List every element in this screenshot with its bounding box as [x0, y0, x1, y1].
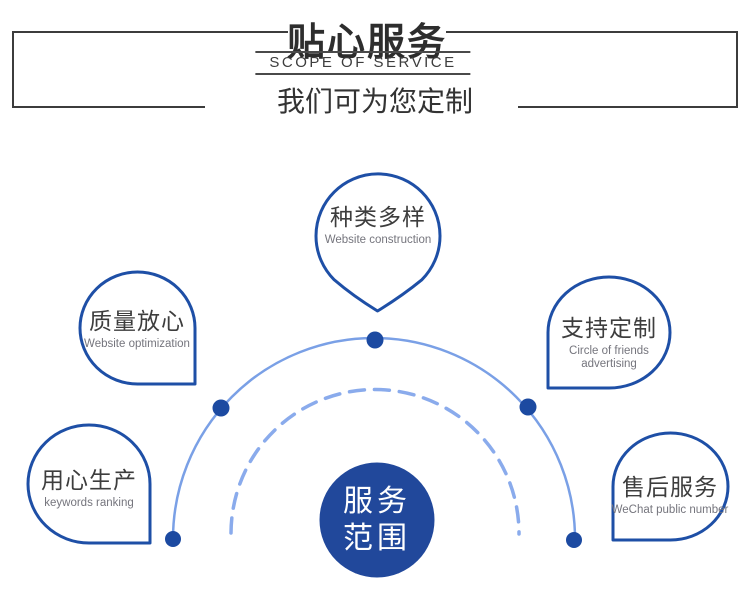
balloon-left-upper: 质量放心 Website optimization: [72, 309, 202, 351]
bracket-line-top-right: [446, 31, 738, 33]
balloon-bottom-right-title: 售后服务: [622, 474, 718, 500]
balloon-left-upper-title: 质量放心: [89, 308, 185, 334]
node-dot-bottom-right: [566, 532, 582, 548]
bracket-line-vertical-right: [736, 31, 738, 108]
bracket-line-vertical-left: [12, 31, 14, 108]
balloon-bottom-right: 售后服务 WeChat public number: [605, 475, 735, 517]
page-tagline: 我们可为您定制: [276, 86, 474, 117]
node-dot-right: [519, 398, 537, 416]
balloon-top: 种类多样 Website construction: [313, 205, 443, 247]
balloon-top-title: 种类多样: [330, 204, 426, 230]
page-subtitle-en: SCOPE OF SERVICE: [255, 51, 471, 75]
center-badge-line1: 服务: [343, 485, 411, 518]
balloon-bottom-left: 用心生产 keywords ranking: [24, 468, 154, 510]
balloon-outline-left-upper: [78, 270, 197, 386]
balloon-outline-bottom-right: [611, 431, 730, 542]
balloon-right-upper: 支持定制 Circle of friends advertising: [553, 316, 665, 371]
balloon-outline-top: [314, 172, 442, 313]
balloon-right-upper-title: 支持定制: [561, 315, 657, 341]
center-badge-circle: [319, 462, 435, 578]
bracket-line-top-left: [12, 31, 288, 33]
center-badge: 服务 范围: [343, 483, 411, 557]
bracket-line-bottom-right: [518, 106, 738, 108]
center-badge-line2: 范围: [343, 522, 411, 555]
page-title: 贴心服务: [286, 22, 448, 64]
balloon-top-subtitle: Website construction: [324, 234, 432, 246]
bracket-line-bottom-left: [12, 106, 205, 108]
node-dot-left: [212, 399, 230, 417]
node-dot-bottom-left: [165, 531, 181, 547]
balloon-bottom-left-title: 用心生产: [41, 467, 137, 493]
balloon-outline-bottom-left: [26, 423, 152, 545]
balloon-bottom-right-subtitle: WeChat public number: [611, 504, 729, 516]
balloon-right-upper-subtitle: Circle of friends advertising: [569, 345, 649, 370]
balloon-bottom-left-subtitle: keywords ranking: [44, 497, 134, 509]
balloon-outline-right-upper: [546, 275, 672, 390]
inner-dashed-arc: [229, 387, 521, 536]
node-dot-top: [366, 331, 384, 349]
balloon-left-upper-subtitle: Website optimization: [84, 338, 190, 350]
